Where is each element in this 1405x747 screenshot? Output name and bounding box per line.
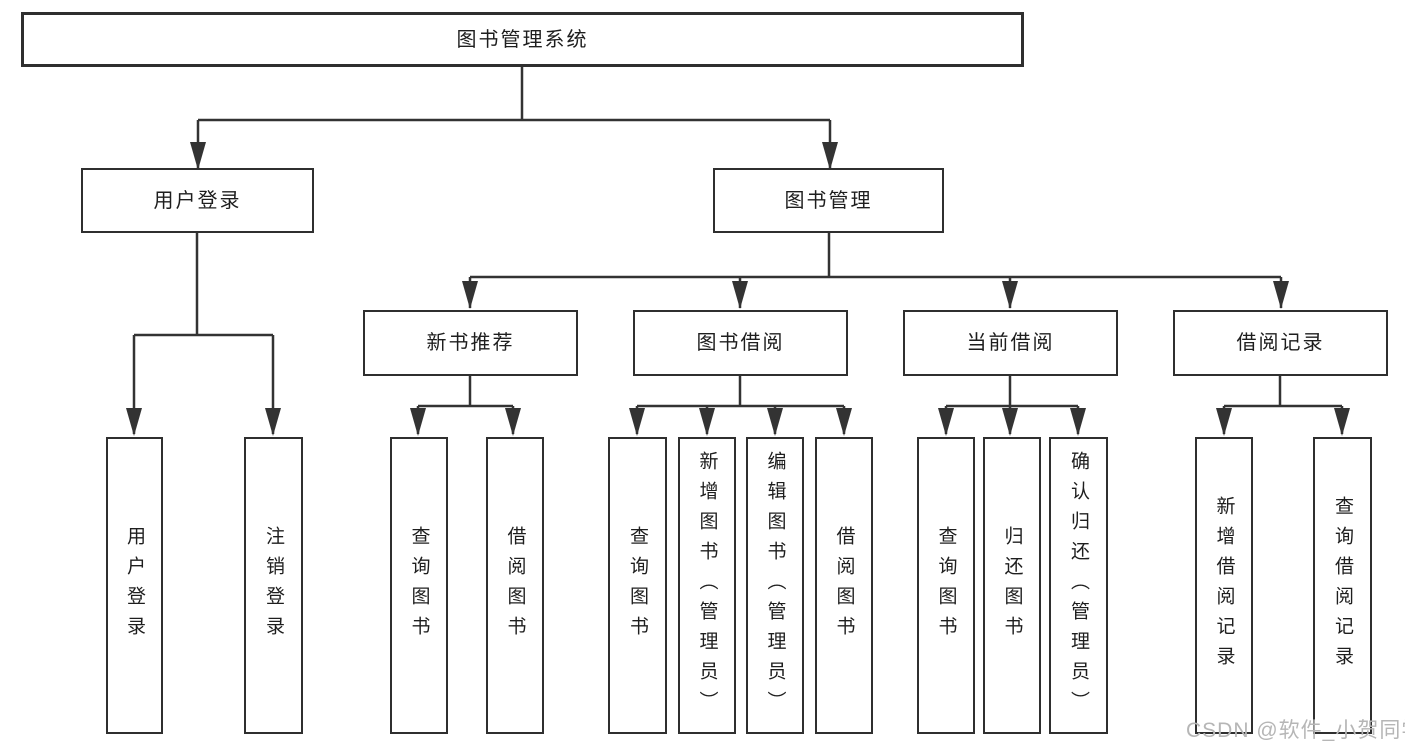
leaf-query-borrow-record: 查询借阅记录 [1313, 437, 1372, 734]
csdn-watermark: CSDN @软件_小贺同学 [1186, 719, 1405, 742]
node-new-book-recommend: 新书推荐 [363, 310, 578, 376]
node-user-login-branch: 用户登录 [81, 168, 314, 233]
leaf-borrow-books-borrowing: 借阅图书 [815, 437, 873, 734]
leaf-borrow-books-recommend: 借阅图书 [486, 437, 544, 734]
leaf-return-books: 归还图书 [983, 437, 1041, 734]
node-borrowing-records: 借阅记录 [1173, 310, 1388, 376]
leaf-add-borrow-record: 新增借阅记录 [1195, 437, 1253, 734]
leaf-confirm-return-admin: 确认归还（管理员） [1049, 437, 1108, 734]
leaf-query-books-current: 查询图书 [917, 437, 975, 734]
node-book-management: 图书管理 [713, 168, 944, 233]
arrowheads [126, 142, 1350, 436]
leaf-logout: 注销登录 [244, 437, 303, 734]
leaf-add-books-admin: 新增图书（管理员） [678, 437, 736, 734]
node-library-management-system: 图书管理系统 [21, 12, 1024, 67]
leaf-query-books-borrowing: 查询图书 [608, 437, 667, 734]
leaf-user-login: 用户登录 [106, 437, 163, 734]
leaf-edit-books-admin: 编辑图书（管理员） [746, 437, 804, 734]
node-book-borrowing: 图书借阅 [633, 310, 848, 376]
leaf-query-books-recommend: 查询图书 [390, 437, 448, 734]
node-current-borrowing: 当前借阅 [903, 310, 1118, 376]
